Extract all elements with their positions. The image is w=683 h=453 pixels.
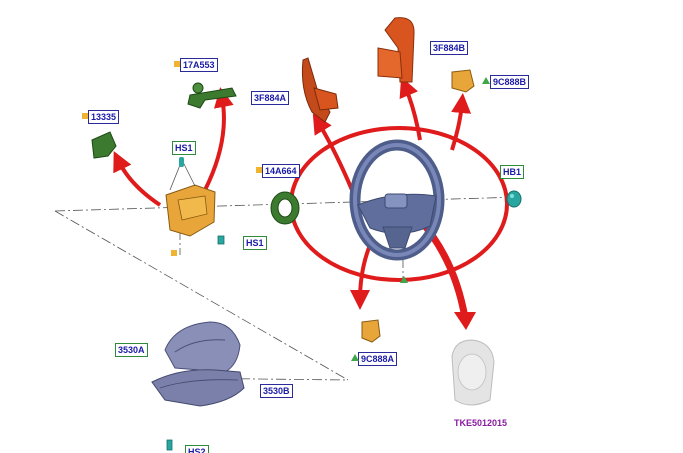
callout-hs1-bottom: HS1 xyxy=(243,236,267,250)
switch-assembly xyxy=(165,159,216,237)
green-triangle-marker xyxy=(351,354,359,361)
steering-wheel xyxy=(349,139,445,261)
callout-hb1: HB1 xyxy=(500,165,525,179)
shroud-3530a xyxy=(164,321,241,373)
yellow-marker xyxy=(82,113,88,119)
part-13335 xyxy=(91,131,117,159)
hs2-pin xyxy=(166,439,173,451)
red-arrows xyxy=(113,76,472,310)
airbag-arrow-head xyxy=(454,312,476,330)
part-number-tke5012015: TKE5012015 xyxy=(454,418,508,428)
hs1-pin xyxy=(217,235,225,245)
callout-9c888b: 9C888B xyxy=(490,75,530,89)
switch-9c888a xyxy=(361,319,381,343)
callout-3530b: 3530B xyxy=(260,384,293,398)
callout-13335: 13335 xyxy=(88,110,120,124)
switch-9c888b xyxy=(451,69,475,93)
paddle-3f884b xyxy=(377,17,415,83)
callout-9c888a: 9C888A xyxy=(358,352,398,366)
hb1-part xyxy=(506,190,522,208)
shroud-3530b xyxy=(151,369,245,407)
airbag-tke5012015 xyxy=(451,339,495,406)
callout-3f884b: 3F884B xyxy=(430,41,469,55)
callout-3530a: 3530A xyxy=(115,343,148,357)
yellow-marker xyxy=(256,167,262,173)
teal-pin-marker xyxy=(179,157,184,167)
clockspring-14a664 xyxy=(270,191,300,225)
callout-hs1-top: HS1 xyxy=(172,141,196,155)
green-triangle-marker xyxy=(482,77,490,84)
callout-hs2: HS2 xyxy=(185,445,209,453)
green-triangle-marker xyxy=(400,276,408,283)
yellow-marker xyxy=(174,61,180,67)
stalk-17a553 xyxy=(187,82,237,109)
callout-17a553: 17A553 xyxy=(180,58,218,72)
paddle-3f884a xyxy=(301,57,339,123)
yellow-marker xyxy=(171,250,177,256)
callout-3f884a: 3F884A xyxy=(251,91,290,105)
callout-14a664: 14A664 xyxy=(262,164,300,178)
